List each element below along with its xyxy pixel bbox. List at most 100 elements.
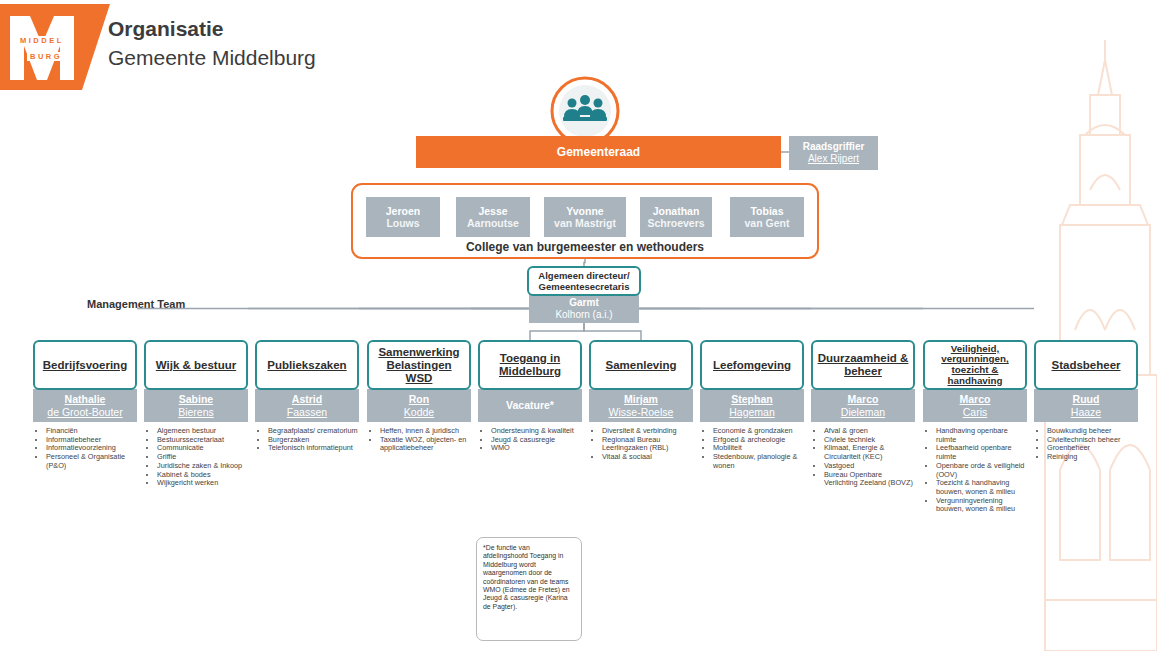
task-item: Leefbaarheid openbare ruimte [936, 444, 1027, 461]
task-item: WMO [491, 444, 582, 453]
node-text: Leefomgeving [713, 359, 791, 372]
task-item: Informatievoorziening [46, 444, 137, 453]
task-list: Handhaving openbare ruimteLeefbaarheid o… [925, 427, 1027, 514]
node-text: Jeroen [386, 205, 420, 218]
task-item: Juridische zaken & Inkoop [157, 462, 248, 471]
task-item: Jeugd & casusregie [491, 436, 582, 445]
task-item: Ondersteuning & kwaliteit [491, 427, 582, 436]
task-item: Vitaal & sociaal [602, 453, 693, 462]
node-text: Faassen [287, 406, 327, 419]
task-list: Bouwkundig beheerCivieltechnisch beheerG… [1036, 427, 1138, 462]
department-box: Toegang in Middelburg [478, 340, 582, 390]
node-text: Dieleman [841, 406, 885, 419]
alderman-box: Tobiasvan Gent [730, 197, 804, 237]
node-text: Ron [409, 393, 429, 406]
node-text: Marco [848, 393, 879, 406]
node-text: Gemeenteraad [557, 145, 640, 159]
node-text: Schroevers [647, 217, 704, 230]
task-list: Begraafplaats/ crematoriumBurgerzakenTel… [257, 427, 359, 453]
connector-line [781, 151, 789, 153]
task-list: Heffen, innen & juridischTaxatie WOZ, ob… [369, 427, 471, 453]
node-text: Bedrijfsvoering [43, 359, 127, 372]
task-item: Telefonisch informatiepunt [268, 444, 359, 453]
node-text: Alex Rijpert [808, 153, 859, 165]
department-head-box: StephanHageman [700, 389, 804, 422]
node-text: Duurzaamheid & beheer [816, 352, 910, 378]
task-list: Diversiteit & verbindingRegionaal Bureau… [591, 427, 693, 462]
node-text: Sabine [179, 393, 213, 406]
task-item: Vergunningverlening bouwen, wonen & mili… [936, 497, 1027, 514]
task-item: Begraafplaats/ crematorium [268, 427, 359, 436]
department-head-box: RuudHaaze [1034, 389, 1138, 422]
logo [0, 4, 110, 90]
department-head-box: AstridFaassen [255, 389, 359, 422]
node-text: Nathalie [65, 393, 106, 406]
task-item: Griffie [157, 453, 248, 462]
node-text: Stadsbeheer [1051, 359, 1120, 372]
connector-line [530, 323, 584, 340]
task-item: Civieltechnisch beheer [1047, 436, 1138, 445]
department-head-box: MirjamWisse-Roelse [589, 389, 693, 422]
department-box: Leefomgeving [700, 340, 804, 390]
connector-line [584, 323, 641, 340]
alderman-box: JonathanSchroevers [640, 197, 712, 237]
task-item: Reiniging [1047, 453, 1138, 462]
task-item: Civiele techniek [824, 436, 915, 445]
task-item: Bouwkundig beheer [1047, 427, 1138, 436]
connector-line [584, 259, 585, 266]
task-list: FinanciënInformatiebeheerInformatievoorz… [35, 427, 137, 471]
node-text: Haaze [1071, 406, 1101, 419]
connector-line [471, 308, 529, 310]
connector-line [639, 308, 1034, 310]
task-item: Financiën [46, 427, 137, 436]
node-text: Hageman [729, 406, 775, 419]
task-list: Algemeen bestuurBestuurssecretariaatComm… [146, 427, 248, 488]
node-text: Samenwerking Belastingen WSD [372, 346, 466, 385]
department-box: Samenleving [589, 340, 693, 390]
department-box: Bedrijfsvoering [33, 340, 137, 390]
task-item: Klimaat, Energie & Circulariteit (KEC) [824, 444, 915, 461]
task-item: Diversiteit & verbinding [602, 427, 693, 436]
task-item: Communicatie [157, 444, 248, 453]
director-name-box: GarmtKolhorn (a.i.) [529, 294, 639, 323]
department-head-box: RonKodde [367, 389, 471, 422]
department-head-box: MarcoDieleman [811, 389, 915, 422]
alderman-box: JeroenLouws [366, 197, 440, 237]
alderman-box: Yvonnevan Mastrigt [544, 197, 626, 237]
task-item: Personeel & Organisatie (P&O) [46, 453, 137, 470]
subtitle: Gemeente Middelburg [108, 46, 316, 70]
council-icon [552, 78, 618, 144]
department-box: Samenwerking Belastingen WSD [367, 340, 471, 390]
task-item: Informatiebeheer [46, 436, 137, 445]
college-frame: College van burgemeester en wethouders Je… [351, 183, 819, 259]
task-item: Kabinet & bodes [157, 471, 248, 480]
task-item: Bureau Openbare Verlichting Zeeland (BOV… [824, 471, 915, 488]
connector-line [248, 308, 529, 310]
department-head-box: SabineBierens [144, 389, 248, 422]
node-text: Marco [960, 393, 991, 406]
node-text: Stephan [731, 393, 772, 406]
node-text: Vacature* [506, 399, 554, 412]
node-text: Kodde [404, 406, 434, 419]
council-bar: Gemeenteraad [416, 136, 781, 168]
task-item: Openbare orde & veiligheid (OOV) [936, 462, 1027, 479]
department-box: Stadsbeheer [1034, 340, 1138, 390]
node-text: College van burgemeester en wethouders [466, 240, 704, 254]
task-list: Economie & grondzakenErfgoed & archeolog… [702, 427, 804, 471]
node-text: van Gent [745, 217, 790, 230]
node-text: Louws [386, 217, 419, 230]
connector-line [137, 308, 529, 310]
task-item: Regionaal Bureau Leerlingzaken (RBL) [602, 436, 693, 453]
task-item: Erfgoed & archeologie [713, 436, 804, 445]
node-text: Bierens [178, 406, 214, 419]
node-text: Astrid [292, 393, 322, 406]
department-box: Wijk & bestuur [144, 340, 248, 390]
alderman-box: JesseAarnoutse [456, 197, 530, 237]
task-item: Burgerzaken [268, 436, 359, 445]
task-item: Taxatie WOZ, objecten- en applicatiebehe… [380, 436, 471, 453]
department-head-box: Nathaliede Groot-Bouter [33, 389, 137, 422]
node-text: Kolhorn (a.i.) [555, 309, 612, 321]
task-item: Economie & grondzaken [713, 427, 804, 436]
department-head-box: Vacature* [478, 389, 582, 422]
